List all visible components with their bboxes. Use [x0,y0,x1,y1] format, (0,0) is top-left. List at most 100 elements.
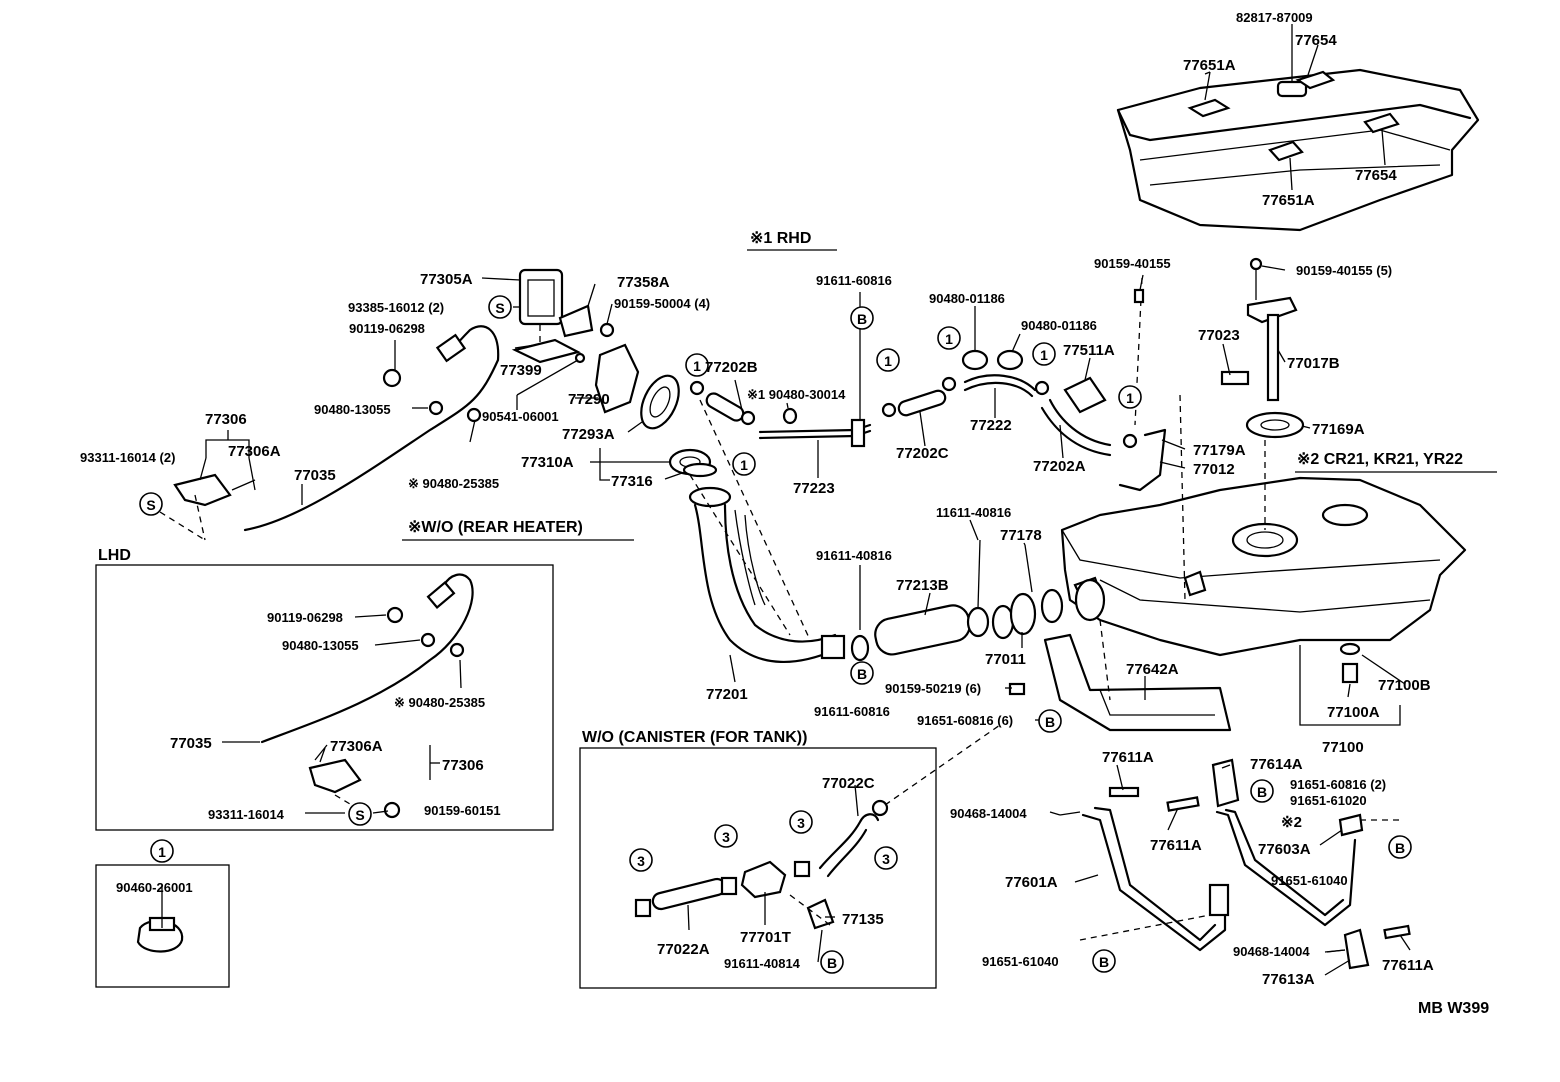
callout-label: 77213B [896,577,949,594]
callout-label: 91611-40816 [816,548,892,563]
callout-label: 77310A [521,454,574,471]
callout-label: 77169A [1312,421,1365,438]
callout-label: 91651-61040 [982,954,1059,969]
callout-label: 77611A [1382,957,1434,974]
callout-label: 77613A [1262,971,1315,988]
callout-label: 77178 [1000,527,1042,544]
callout-label: 77654 [1295,32,1337,49]
marker-three: 3 [714,824,738,848]
callout-label: ※ 90480-25385 [408,476,499,491]
header-rhd: ※1 RHD [750,230,811,247]
callout-label: 77202B [705,359,758,376]
callout-label: 91611-40814 [724,956,801,971]
callout-label: 90480-01186 [1021,318,1097,333]
marker-s: S [348,802,372,826]
callout-label: 77223 [793,480,835,497]
callout-label: ※2 [1281,814,1302,831]
callout-label: 90119-06298 [349,321,425,336]
marker-one: 1 [937,326,961,350]
marker-b: B [1038,709,1062,733]
callout-label: 77358A [617,274,670,291]
callout-label: 77651A [1183,57,1236,74]
svg-text:1: 1 [740,457,748,473]
marker-b: B [1388,835,1412,859]
callout-label: 77011 [985,651,1026,668]
callout-label: 77611A [1102,749,1154,766]
svg-text:1: 1 [1126,390,1134,406]
callout-label: ※ 90480-25385 [394,695,485,710]
filler-hose [850,539,1106,662]
callout-label: 77654 [1355,167,1397,184]
callout-label: 77290 [568,391,610,408]
marker-b: B [1092,949,1116,973]
callout-label: 91611-60816 [814,704,890,719]
header-canister: W/O (CANISTER (FOR TANK)) [582,729,807,746]
callout-label: 77399 [500,362,542,379]
svg-text:B: B [1257,784,1267,800]
svg-text:S: S [355,807,364,823]
fuel-lid-box [511,268,640,414]
marker-b: B [850,306,874,330]
callout-label: 77222 [970,417,1012,434]
callout-label: 77100A [1327,704,1380,721]
svg-text:1: 1 [158,844,166,860]
svg-text:B: B [857,666,867,682]
canister-detail-box [579,724,1001,989]
callout-label: 90541-06001 [482,409,559,424]
callout-label: 90468-14004 [950,806,1027,821]
callout-label: 77179A [1193,442,1246,459]
callout-label: 77022A [657,941,710,958]
marker-one: 1 [685,353,709,377]
svg-text:B: B [1099,954,1109,970]
callout-label: 90119-06298 [267,610,343,625]
callout-label: 77201 [706,686,748,703]
callout-label: 77306 [442,757,484,774]
svg-text:S: S [495,300,504,316]
marker-one: 1 [1032,342,1056,366]
callout-label: 11611-40816 [936,505,1011,520]
svg-text:B: B [827,955,837,971]
callout-label: 93311-16014 (2) [80,450,175,465]
marker-one: 1 [1118,385,1142,409]
callout-label: 77306A [228,443,281,460]
callout-label: 90468-14004 [1233,944,1310,959]
svg-text:S: S [146,497,155,513]
callout-label: 77135 [842,911,884,928]
callout-label: 77202A [1033,458,1086,475]
marker-b: B [820,950,844,974]
callout-label: 77614A [1250,756,1303,773]
callout-label: 90159-40155 [1094,256,1171,271]
callout-label: 93311-16014 [208,807,285,822]
svg-text:3: 3 [797,815,805,831]
svg-text:3: 3 [722,829,730,845]
footer-code: MB W399 [1418,1000,1489,1017]
callout-label: 77035 [294,467,336,484]
callout-label: 77202C [896,445,949,462]
svg-text:B: B [857,311,867,327]
callout-label: 90159-60151 [424,803,501,818]
callout-label: 77511A [1063,342,1115,359]
callout-label: 90480-13055 [282,638,359,653]
tank-bands [1059,758,1411,970]
header-lhd: LHD [98,547,131,564]
marker-s: S [488,295,512,319]
callout-label: 77316 [611,473,653,490]
callout-label: 77306 [205,411,247,428]
callout-label: 77100 [1322,739,1364,756]
marker-one: 1 [732,452,756,476]
callout-label: 91651-60816 (6) [917,713,1013,728]
callout-label: 91651-61020 [1290,793,1367,808]
upper-fuel-tank [1116,26,1480,232]
svg-text:1: 1 [884,353,892,369]
callout-label: ※1 90480-30014 [747,387,846,402]
vent-pipes [689,277,1186,601]
svg-text:1: 1 [1040,347,1048,363]
callout-label: 77012 [1193,461,1235,478]
header-variants: ※2 CR21, KR21, YR22 [1297,451,1463,468]
marker-b: B [850,661,874,685]
lid-opener-cable [159,325,500,541]
callout-label: 77651A [1262,192,1315,209]
